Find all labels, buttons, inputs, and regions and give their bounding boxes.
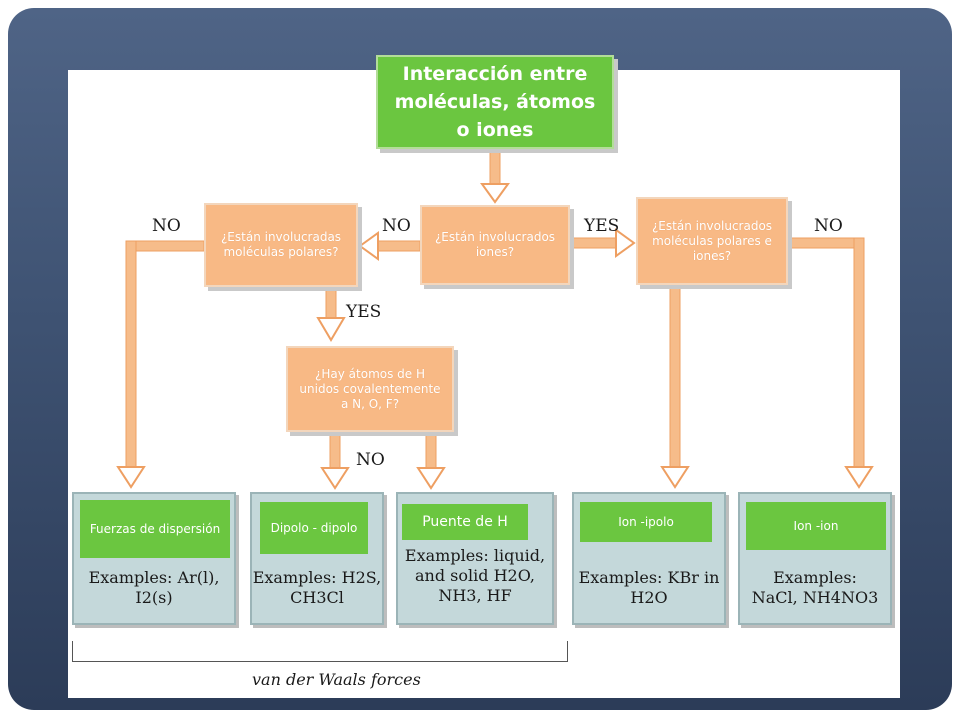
arrowhead-ions-to-polar-ions (615, 228, 636, 258)
result-box-hydrogen-bond: Puente de H Examples: liquid, and solid … (396, 492, 554, 625)
arrowhead-to-dispersion (116, 466, 146, 489)
result-label-dispersion: Fuerzas de dispersión (80, 500, 230, 558)
result-label-dispersion-text: Fuerzas de dispersión (89, 521, 221, 536)
arrowhead-to-ion-dipole (660, 466, 690, 489)
question-hbond-text: ¿Hay átomos de H unidos covalentemente a… (299, 366, 441, 411)
result-examples-ion-dipole: Examples: KBr in H2O (578, 568, 720, 607)
arrowhead-polar-to-hbond (316, 317, 346, 342)
label-no-left: NO (382, 216, 411, 236)
arrowhead-ions-to-polar (358, 231, 379, 261)
label-yes-right: YES (584, 216, 620, 236)
arrowhead-title-to-ions (480, 183, 510, 204)
question-ions-text: ¿Están involucrados iones? (434, 230, 556, 259)
question-polar-and-ions: ¿Están involucrados moléculas polares e … (636, 197, 788, 285)
arrowhead-to-ion-ion (844, 466, 874, 489)
arrow-ions-to-polar (375, 240, 421, 252)
result-label-ion-dipole: Ion -ipolo (580, 502, 712, 542)
result-label-ion-ion: Ion -ion (746, 502, 886, 550)
arrow-polar-no-horizontal (125, 240, 205, 252)
result-label-hbond-text: Puente de H (422, 513, 508, 530)
result-box-ion-ion: Ion -ion Examples: NaCl, NH4NO3 (738, 492, 892, 625)
label-yes-down: YES (346, 302, 382, 322)
van-der-waals-label: van der Waals forces (252, 670, 421, 689)
result-examples-hydrogen-bond: Examples: liquid, and solid H2O, NH3, HF (404, 546, 546, 605)
result-label-ion-dipole-text: Ion -ipolo (618, 514, 674, 529)
arrowhead-to-hbond-result (416, 467, 446, 490)
arrow-title-to-ions (489, 149, 501, 187)
question-polar-ions-text: ¿Están involucrados moléculas polares e … (651, 218, 773, 263)
arrow-polar-no-vertical (125, 240, 137, 470)
arrow-hbond-yes (425, 431, 437, 471)
label-no-right: NO (814, 216, 843, 236)
label-no-down: NO (356, 450, 385, 470)
van-der-waals-bracket (72, 641, 568, 662)
arrow-hbond-no (329, 431, 341, 471)
arrow-polar-ions-no-horizontal (787, 237, 861, 249)
result-examples-dispersion: Examples: Ar(l), I2(s) (88, 568, 220, 607)
result-box-ion-dipole: Ion -ipolo Examples: KBr in H2O (572, 492, 726, 625)
question-hydrogen-bond: ¿Hay átomos de H unidos covalentemente a… (286, 346, 454, 432)
question-ions: ¿Están involucrados iones? (420, 205, 570, 285)
result-examples-dipole-dipole: Examples: H2S, CH3Cl (252, 568, 382, 607)
result-box-dispersion: Fuerzas de dispersión Examples: Ar(l), I… (72, 492, 236, 625)
result-label-dipole-dipole: Dipolo - dipolo (260, 502, 368, 554)
arrow-polar-ions-no-vertical (853, 237, 865, 470)
result-label-ion-ion-text: Ion -ion (793, 518, 839, 533)
question-polar-molecules: ¿Están involucradas moléculas polares? (204, 203, 358, 287)
title-box: Interacción entre moléculas, átomos o io… (376, 55, 614, 149)
title-text: Interacción entre moléculas, átomos o io… (394, 63, 596, 141)
result-examples-ion-ion: Examples: NaCl, NH4NO3 (751, 568, 879, 607)
arrow-polar-ions-yes (669, 284, 681, 470)
question-polar-text: ¿Están involucradas moléculas polares? (220, 230, 342, 259)
result-label-hydrogen-bond: Puente de H (402, 504, 528, 540)
arrowhead-to-dipole (320, 467, 350, 490)
label-no-far-left: NO (152, 216, 181, 236)
arrow-ions-to-polar-ions (569, 237, 619, 249)
result-box-dipole-dipole: Dipolo - dipolo Examples: H2S, CH3Cl (250, 492, 384, 625)
arrow-polar-to-hbond (325, 287, 337, 321)
result-label-dipole-text: Dipolo - dipolo (270, 520, 358, 535)
